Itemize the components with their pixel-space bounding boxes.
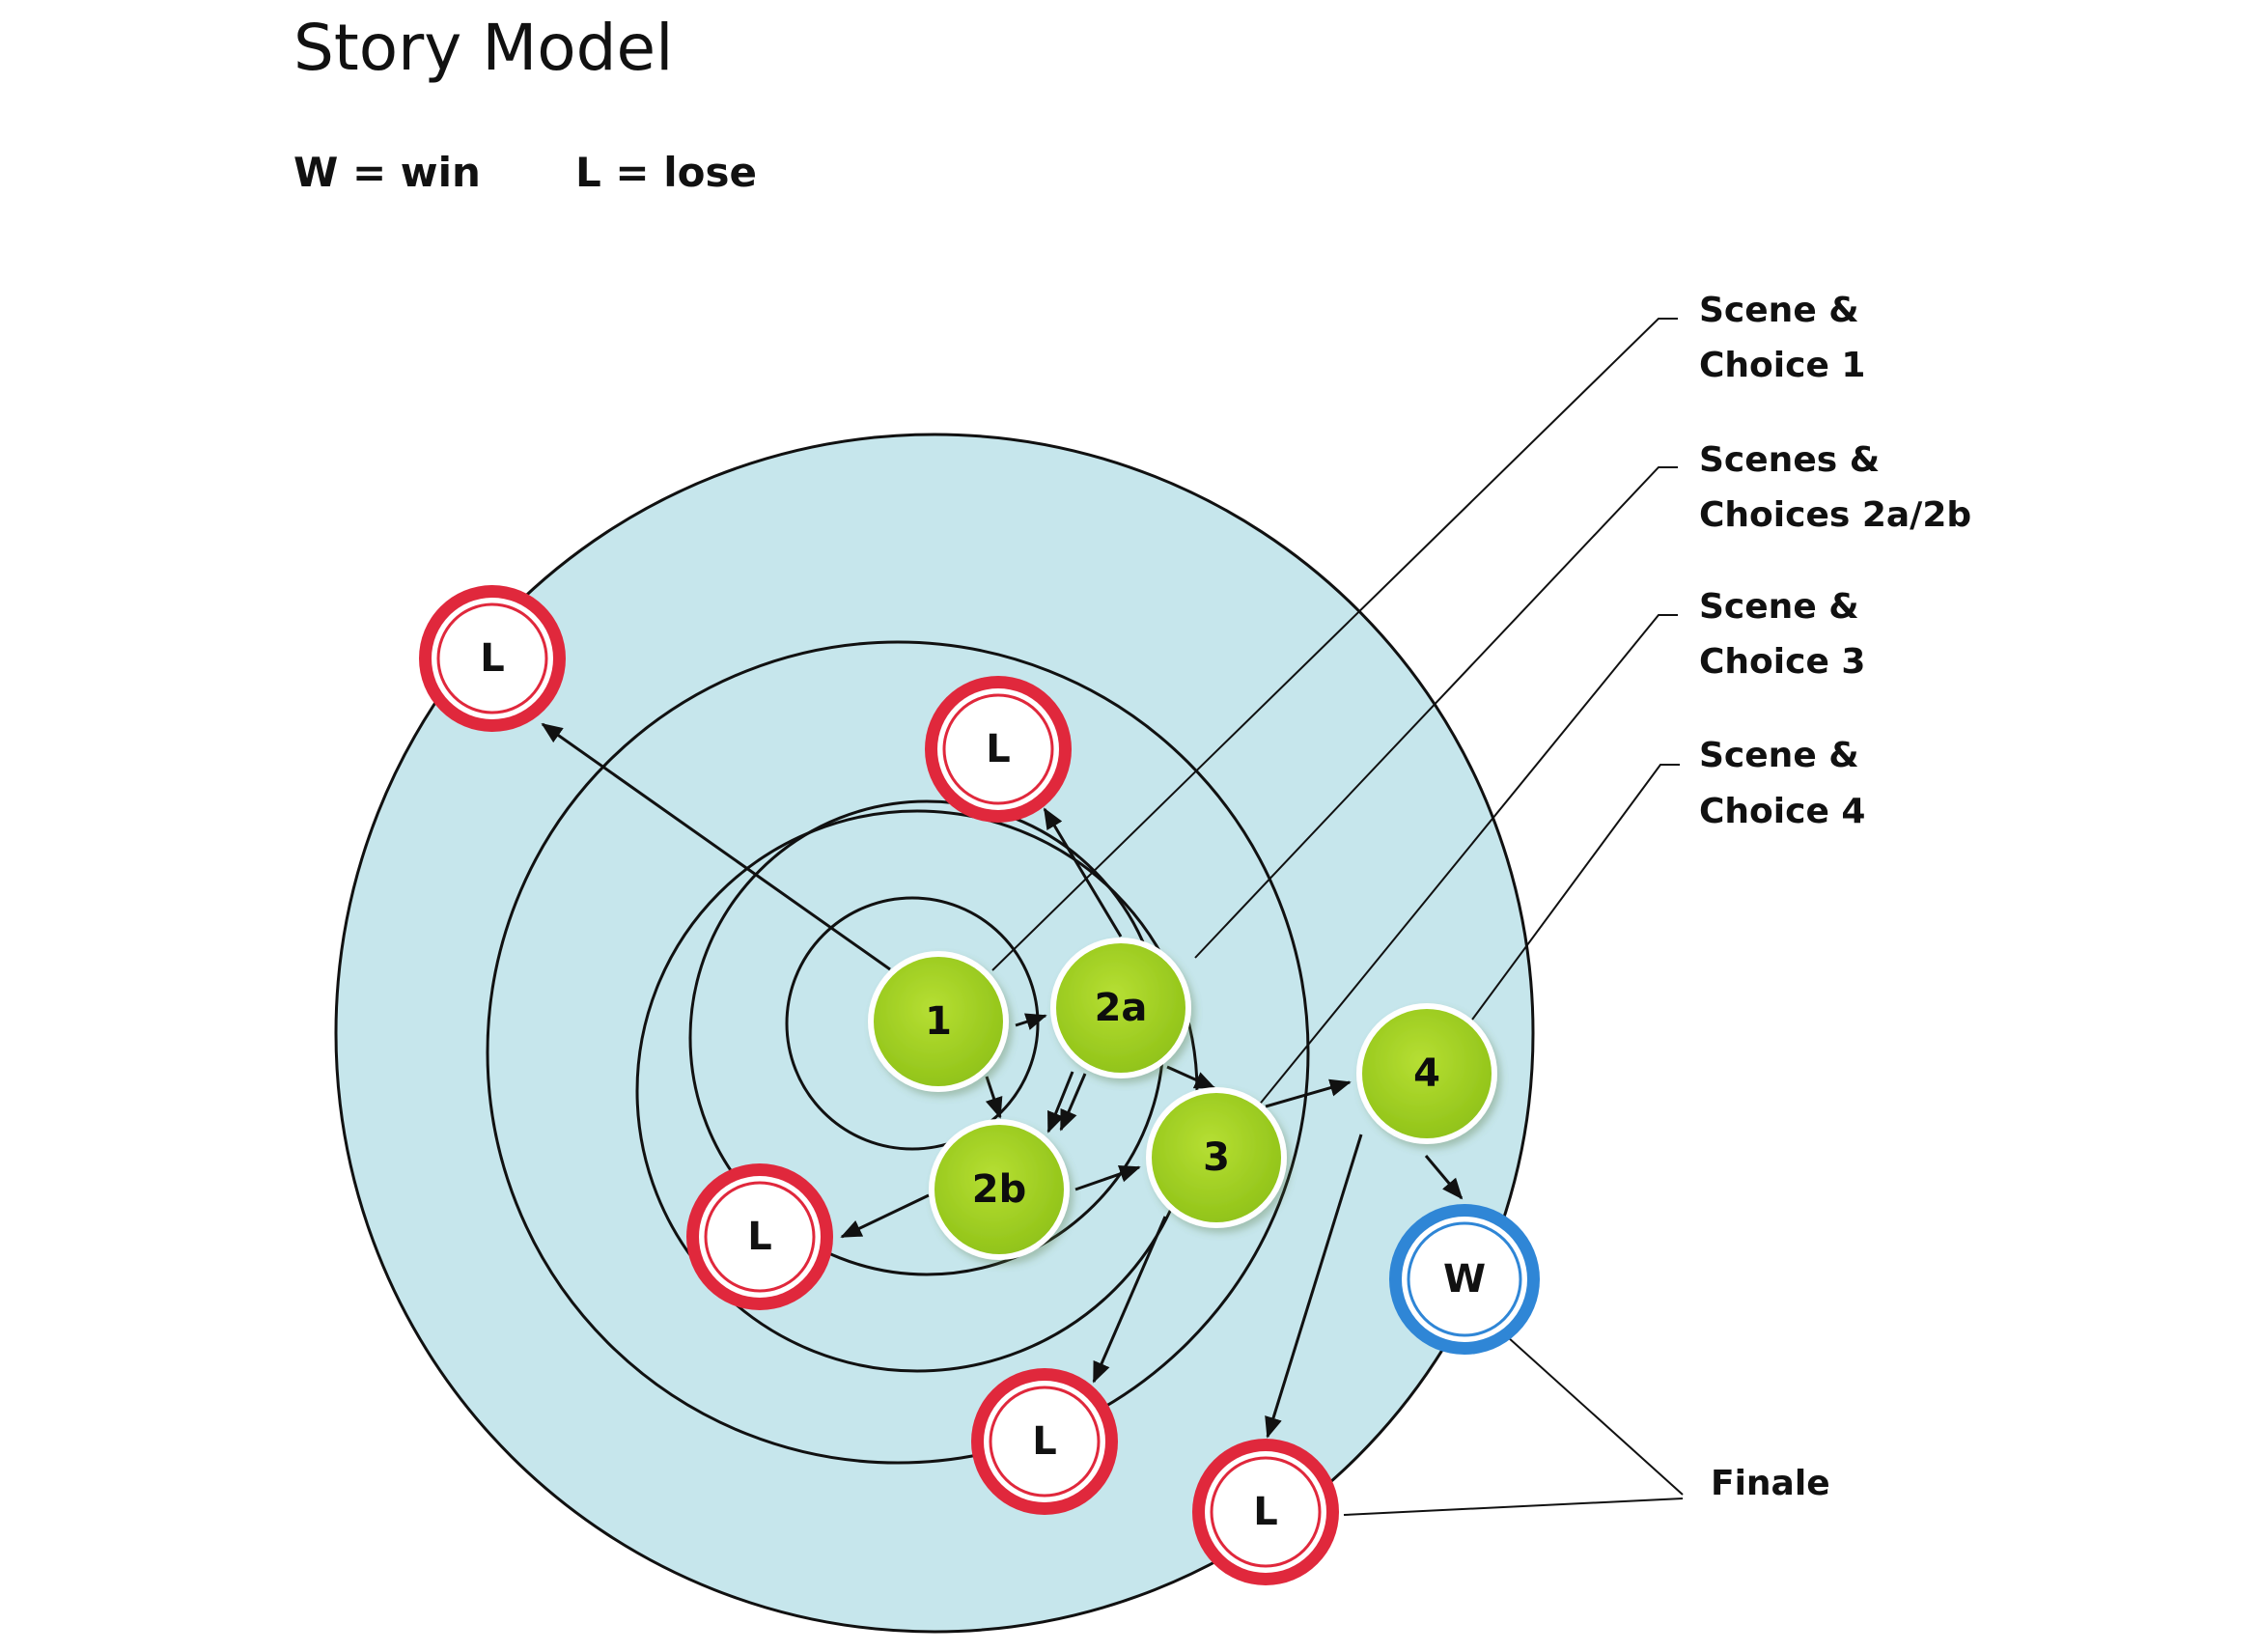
scene-node-2a: 2a [1050,938,1191,1078]
leader-line-finale-lose [1343,1498,1684,1516]
ring2-label-line2: Choices 2a/2b [1699,495,1971,535]
ring4-label-line1: Scene & [1699,736,1859,775]
arrow-4-to-lose-e [1265,1134,1363,1439]
arrow-3-to-lose-d [1092,1216,1167,1384]
scene-node-1-label: 1 [925,999,952,1044]
legend-win: W = win [293,149,481,196]
arrow-2a-to-lose-b [1043,807,1123,938]
ring2-label-line1: Scenes & [1699,440,1880,480]
lose-node-c: L [686,1163,833,1310]
scene-node-4: 4 [1356,1003,1497,1144]
leader-line-ring2 [1194,466,1678,959]
win-node: W [1389,1204,1540,1355]
lose-node-c-label: L [747,1215,772,1259]
page-title: Story Model [293,11,674,85]
leader-line-finale-win [1507,1336,1684,1496]
ring1-label-line1: Scene & [1699,291,1859,330]
arrow-1-to-lose-a [541,722,891,971]
arrow-1-to-2a [1015,1013,1047,1030]
lose-node-a-label: L [480,636,505,681]
win-node-label: W [1443,1257,1486,1302]
lose-node-e: L [1192,1439,1339,1585]
scene-node-4-label: 4 [1413,1051,1440,1096]
scene-node-2b-label: 2b [972,1167,1026,1212]
ring3-label-line2: Choice 3 [1699,642,1865,682]
leader-line-ring4 [1471,764,1680,1021]
lose-node-d-label: L [1032,1419,1057,1464]
ring4-label-line2: Choice 4 [1699,792,1865,831]
lose-node-b-label: L [986,727,1011,771]
legend-lose: L = lose [575,149,757,196]
lose-node-b: L [925,676,1072,823]
scene-node-2b: 2b [929,1119,1070,1260]
lose-node-d: L [971,1368,1118,1515]
lose-node-a: L [419,585,566,732]
arrow-4-to-win [1424,1155,1464,1200]
scene-node-1: 1 [868,951,1009,1092]
finale-label: Finale [1711,1464,1830,1503]
arrow-1-to-2b [985,1076,1003,1119]
ring-4 [486,640,1310,1465]
leader-line-ring3 [1252,614,1678,1113]
ring1-label-line2: Choice 1 [1699,346,1865,385]
arrow-2a-to-2b-right [1059,1073,1087,1132]
scene-node-3-label: 3 [1203,1135,1230,1180]
arrow-2a-to-3 [1166,1065,1216,1090]
ring3-label-line1: Scene & [1699,587,1859,627]
arrow-2b-to-lose-c [840,1193,930,1239]
arrow-3-to-4 [1265,1078,1352,1108]
lose-node-e-label: L [1253,1490,1278,1534]
leader-line-ring1 [991,318,1678,971]
scene-node-3: 3 [1146,1087,1287,1228]
arrow-2b-to-3 [1074,1164,1141,1191]
scene-node-2a-label: 2a [1095,986,1148,1030]
arrow-2a-to-2b-left [1046,1071,1074,1134]
